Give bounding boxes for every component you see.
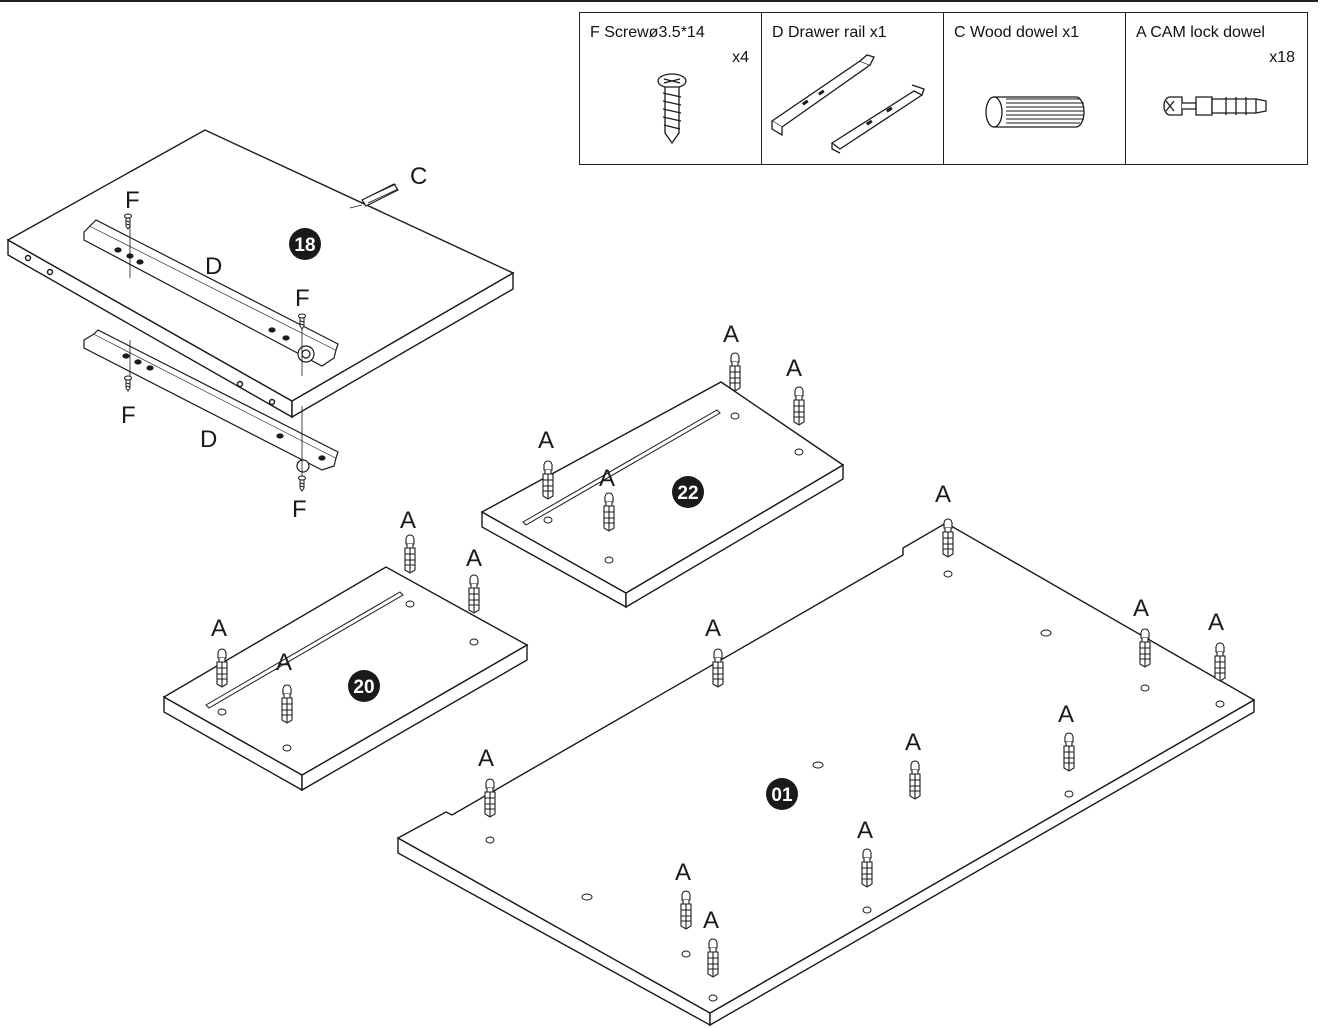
cam-lock-dowel-icon <box>1163 96 1267 116</box>
hardware-cell-cam: A CAM lock dowel x18 <box>1126 13 1307 164</box>
drawer-rail-upper <box>83 219 339 367</box>
guide-lines <box>129 204 363 478</box>
wood-dowel-c <box>361 183 399 207</box>
drawer-rail-lower <box>83 329 339 473</box>
hardware-label: D Drawer rail x1 <box>772 24 887 41</box>
dowel-holes <box>217 412 1225 1002</box>
callout-a: A <box>538 427 554 454</box>
callout-a: A <box>905 729 921 756</box>
panel-number-20: 20 <box>353 677 374 698</box>
callout-a: A <box>466 545 482 572</box>
hardware-qty: x4 <box>732 49 749 66</box>
panel-badges: 18 22 20 01 <box>289 228 798 810</box>
panel-number-18: 18 <box>294 235 315 256</box>
hardware-label: C Wood dowel x1 <box>954 24 1080 41</box>
hardware-cell-screw: F Screwø3.5*14 x4 <box>580 13 762 164</box>
callout-a: A <box>675 859 691 886</box>
panel-01 <box>396 522 1256 1027</box>
hardware-cell-dowel: C Wood dowel x1 <box>944 13 1126 164</box>
callout-a: A <box>478 745 494 772</box>
callout-d: D <box>200 426 217 453</box>
callout-a: A <box>723 321 739 348</box>
panel-18 <box>6 129 515 419</box>
hardware-qty: x18 <box>1269 49 1295 66</box>
callout-a: A <box>1058 701 1074 728</box>
hardware-cell-rail: D Drawer rail x1 <box>762 13 944 164</box>
drawer-rail-icon <box>770 54 925 154</box>
panel-number-01: 01 <box>771 785 793 806</box>
callout-a: A <box>703 907 719 934</box>
callout-f: F <box>125 187 140 214</box>
callout-a: A <box>1133 595 1149 622</box>
panel-22 <box>480 381 845 609</box>
wood-dowel-icon <box>985 96 1085 128</box>
screw-icon <box>657 73 687 145</box>
hardware-label: A CAM lock dowel <box>1136 24 1265 41</box>
callout-a: A <box>211 615 227 642</box>
page-top-rule <box>0 0 1318 2</box>
callout-a: A <box>276 649 292 676</box>
callout-a: A <box>935 481 951 508</box>
callout-letters: C F D F F D F A A A A A A A A A A A A A … <box>121 163 1224 934</box>
callout-a: A <box>1208 609 1224 636</box>
callout-a: A <box>786 355 802 382</box>
callout-a: A <box>705 615 721 642</box>
callout-d: D <box>205 253 222 280</box>
panel-number-22: 22 <box>677 483 698 504</box>
hardware-table: F Screwø3.5*14 x4 D Drawer rail x1 <box>579 12 1308 165</box>
callout-a: A <box>857 817 873 844</box>
callout-f: F <box>121 402 136 429</box>
hardware-label: F Screwø3.5*14 <box>590 24 705 41</box>
callout-f: F <box>292 496 307 523</box>
callout-f: F <box>295 285 310 312</box>
callout-a: A <box>400 507 416 534</box>
panel-20 <box>162 566 529 792</box>
callout-c: C <box>410 163 427 190</box>
callout-a: A <box>599 465 615 492</box>
